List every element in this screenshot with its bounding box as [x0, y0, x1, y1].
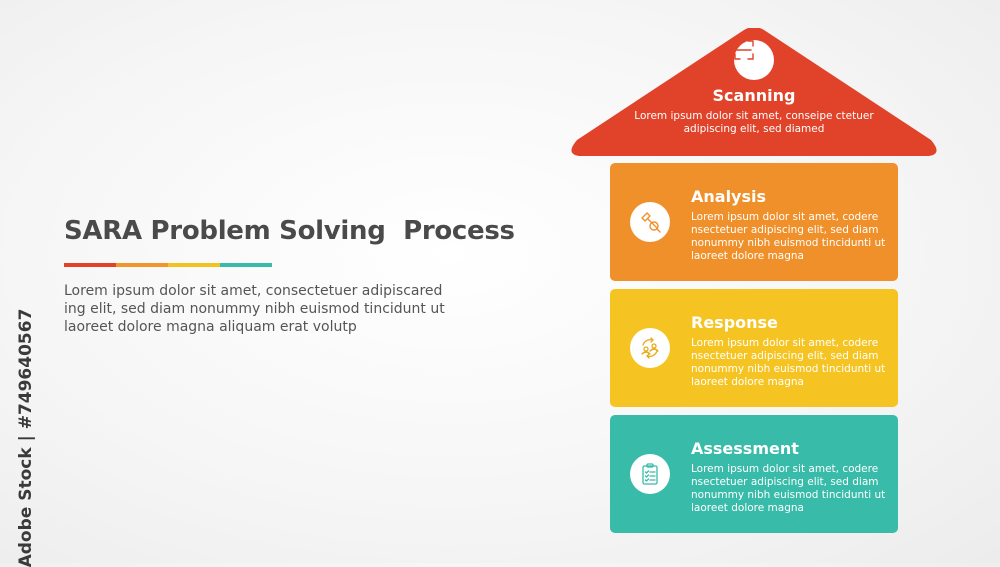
divider-segment-orange	[116, 263, 168, 267]
stage-title: Response	[691, 313, 778, 332]
divider-segment-red	[64, 263, 116, 267]
hammer-analysis-icon	[630, 202, 670, 242]
divider-segment-yellow	[168, 263, 220, 267]
roof-shape	[571, 28, 937, 156]
stage-title: Assessment	[691, 439, 799, 458]
stage-description: Lorem ipsum dolor sit amet, codere nsect…	[691, 463, 886, 514]
intro-description: Lorem ipsum dolor sit amet, consectetuer…	[64, 283, 445, 335]
scan-icon	[734, 40, 774, 80]
stage-title: Scanning	[712, 86, 796, 105]
title-divider	[64, 263, 272, 267]
stage-analysis: Analysis Lorem ipsum dolor sit amet, cod…	[610, 163, 898, 281]
stage-description: Lorem ipsum dolor sit amet, conseipe cte…	[634, 110, 874, 135]
watermark-text: Adobe Stock | #749640567	[16, 308, 36, 567]
stage-scanning: Scanning Lorem ipsum dolor sit amet, con…	[569, 28, 939, 158]
divider-segment-teal	[220, 263, 272, 267]
watermark: Adobe Stock | #749640567	[14, 309, 38, 567]
stage-title: Analysis	[691, 187, 767, 206]
stage-description: Lorem ipsum dolor sit amet, codere nsect…	[691, 211, 886, 262]
stage-response: Response Lorem ipsum dolor sit amet, cod…	[610, 289, 898, 407]
stage-description: Lorem ipsum dolor sit amet, codere nsect…	[691, 337, 886, 388]
stage-assessment: Assessment Lorem ipsum dolor sit amet, c…	[610, 415, 898, 533]
clipboard-checklist-icon	[630, 454, 670, 494]
people-cycle-icon	[630, 328, 670, 368]
page-title: SARA Problem Solving Process	[64, 216, 515, 246]
